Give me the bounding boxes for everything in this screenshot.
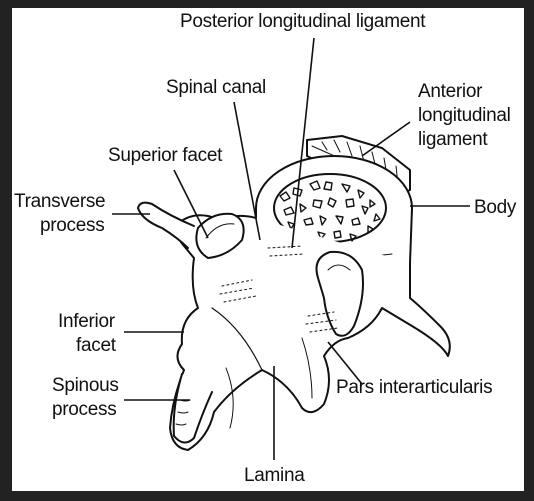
label-transverse-line2: process xyxy=(40,215,105,236)
label-spinous-line2: process xyxy=(52,399,117,420)
label-spinous-line1: Spinous xyxy=(52,375,119,396)
leader-anterior-ligament xyxy=(361,121,411,157)
label-superior-facet: Superior facet xyxy=(108,145,223,166)
leader-spinal-canal xyxy=(233,101,261,241)
leader-pars xyxy=(327,341,363,385)
label-spinal-canal: Spinal canal xyxy=(166,77,266,98)
posterior-arch-shape xyxy=(169,214,451,451)
leader-superior-facet xyxy=(173,169,209,239)
label-anterior-line1: Anterior xyxy=(418,81,483,102)
label-lamina: Lamina xyxy=(244,465,305,486)
superior-facet-shape xyxy=(195,212,245,259)
label-pars: Pars interarticularis xyxy=(336,377,493,398)
spinous-process-shape xyxy=(172,373,213,444)
label-posterior-ligament: Posterior longitudinal ligament xyxy=(180,11,426,32)
leader-posterior-ligament xyxy=(291,37,315,249)
label-inferior-line2: facet xyxy=(76,335,116,356)
label-anterior-line3: ligament xyxy=(418,129,488,150)
label-anterior-line2: longitudinal xyxy=(418,105,511,126)
vertebra-illustration xyxy=(112,37,470,460)
label-inferior-line1: Inferior xyxy=(58,311,115,332)
diagram-panel: Posterior longitudinal ligament Spinal c… xyxy=(12,8,524,491)
label-body: Body xyxy=(474,197,517,218)
label-transverse-line1: Transverse xyxy=(14,191,106,212)
